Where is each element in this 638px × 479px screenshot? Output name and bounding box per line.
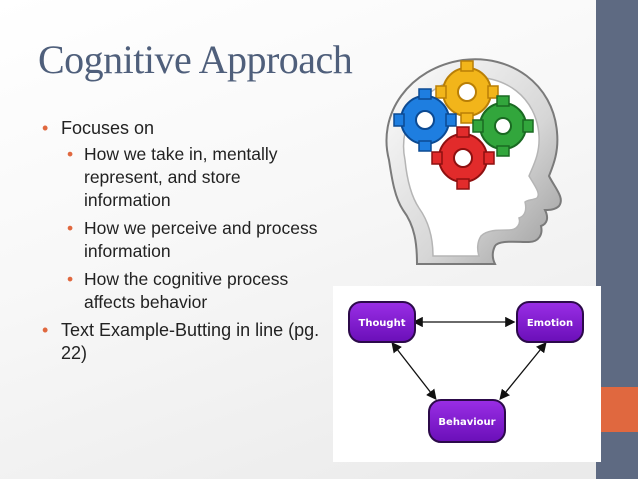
emotion-node: Emotion — [516, 301, 584, 343]
sub-bullet-item: • How the cognitive process affects beha… — [40, 268, 330, 314]
green-gear-icon — [472, 95, 534, 157]
red-gear-icon — [431, 126, 495, 190]
emotion-behaviour-arrow — [499, 341, 547, 401]
sub-bullet-item: • How we perceive and process informatio… — [40, 217, 330, 263]
thought-label: Thought — [359, 318, 406, 329]
bullet-dot-icon: • — [42, 118, 49, 138]
bullet-text: Text Example-Butting in line (pg. 22) — [61, 320, 320, 363]
behaviour-label: Behaviour — [438, 417, 495, 428]
bullet-item: • Focuses on — [40, 117, 330, 140]
bullet-text: How we perceive and process information — [84, 218, 318, 261]
yellow-gear-icon — [435, 60, 499, 124]
bullet-text: How we take in, mentally represent, and … — [84, 144, 278, 210]
thought-emotion-behaviour-diagram: Thought Emotion Behaviour — [333, 286, 601, 462]
bullet-dot-icon: • — [42, 320, 49, 340]
behaviour-node: Behaviour — [428, 399, 506, 443]
bullet-item: • Text Example-Butting in line (pg. 22) — [40, 319, 330, 365]
bullet-list: • Focuses on • How we take in, mentally … — [40, 117, 330, 368]
sub-bullet-item: • How we take in, mentally represent, an… — [40, 143, 330, 212]
bullet-dot-icon: • — [67, 218, 74, 238]
side-accent — [596, 387, 638, 432]
thought-node: Thought — [348, 301, 416, 343]
blue-gear-icon — [393, 88, 457, 152]
bullet-dot-icon: • — [67, 144, 74, 164]
bullet-text: How the cognitive process affects behavi… — [84, 269, 289, 312]
bullet-text: Focuses on — [61, 118, 155, 138]
thought-behaviour-arrow — [391, 341, 437, 401]
slide-title: Cognitive Approach — [38, 37, 353, 82]
head-with-gears-icon — [385, 58, 562, 265]
bullet-dot-icon: • — [67, 269, 74, 289]
emotion-label: Emotion — [527, 318, 573, 329]
